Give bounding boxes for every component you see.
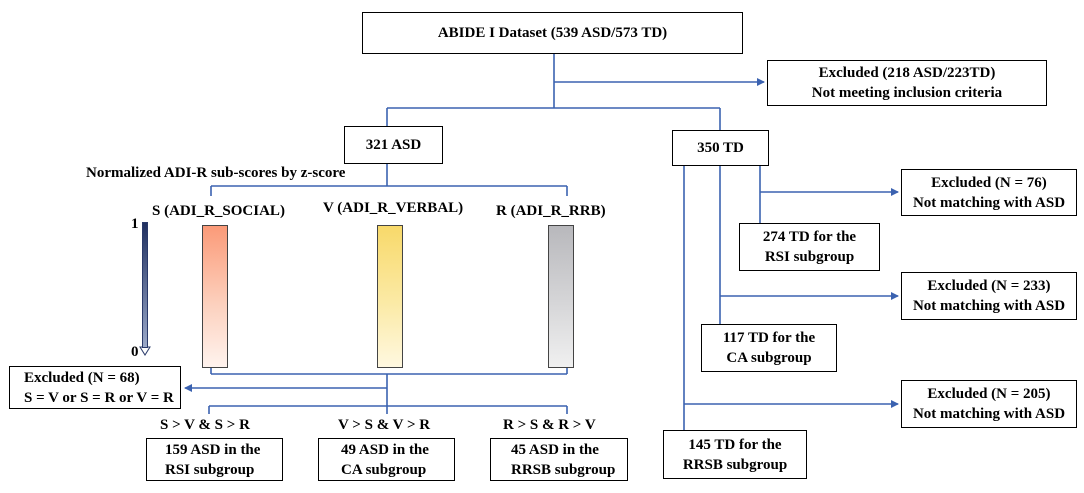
td-excluded-ca-line2: Not matching with ASD [912,298,1066,314]
scale-top-label: 1 [131,216,139,232]
excluded-asd-line1: Excluded (N = 68) [24,369,140,386]
td-ca-line2: CA subgroup [726,350,812,366]
dataset-box: ABIDE I Dataset (539 ASD/573 TD) [362,12,743,54]
excluded-asd-box: Excluded (N = 68) S = V or S = R or V = … [9,366,181,409]
label-social: S (ADI_R_SOCIAL) [152,203,285,219]
td-rsi-line2: RSI subgroup [764,249,855,265]
td-box: 350 TD [672,130,769,166]
label-verbal: V (ADI_R_VERBAL) [323,200,464,216]
td-excluded-ca-box: Excluded (N = 233) Not matching with ASD [901,272,1077,320]
excluded-top-line1: Excluded (218 ASD/223TD) [818,65,996,81]
td-excluded-rsi-line2: Not matching with ASD [912,194,1066,211]
excluded-top-line2: Not meeting inclusion criteria [811,85,1003,101]
scale-bar [142,222,148,348]
dataset-label: ABIDE I Dataset (539 ASD/573 TD) [437,25,668,41]
asd-rrsb-line2: RRSB subgroup [511,461,616,478]
td-excluded-rsi-line1: Excluded (N = 76) [931,174,1047,191]
asd-label: 321 ASD [365,137,422,153]
asd-rrsb-line1: 45 ASD in the [511,441,599,458]
condition-ca: V > S & V > R [338,417,431,433]
td-ca-box: 117 TD for the CA subgroup [701,324,837,372]
condition-rrsb: R > S & R > V [503,417,596,433]
asd-ca-line2: CA subgroup [341,461,427,478]
td-rsi-box: 274 TD for the RSI subgroup [739,223,880,271]
asd-ca-line1: 49 ASD in the [341,441,429,458]
normalized-title: Normalized ADI-R sub-scores by z-score [86,165,346,181]
td-ca-line1: 117 TD for the [722,330,816,346]
td-excluded-rrsb-line1: Excluded (N = 205) [927,386,1051,402]
td-excluded-rrsb-line2: Not matching with ASD [912,406,1066,422]
td-rrsb-box: 145 TD for the RRSB subgroup [663,430,807,479]
asd-rsi-line2: RSI subgroup [165,461,255,478]
td-label: 350 TD [697,140,744,156]
td-rsi-line1: 274 TD for the [762,229,857,245]
bar-rrb [548,225,574,368]
excluded-top-box: Excluded (218 ASD/223TD) Not meeting inc… [767,60,1047,106]
asd-box: 321 ASD [344,126,443,164]
condition-rsi: S > V & S > R [160,417,250,433]
asd-rsi-line1: 159 ASD in the [165,441,261,458]
asd-rsi-box: 159 ASD in the RSI subgroup [146,438,283,481]
scale-bottom-label: 0 [131,344,139,360]
asd-rrsb-box: 45 ASD in the RRSB subgroup [490,438,628,481]
td-excluded-ca-line1: Excluded (N = 233) [927,278,1051,294]
asd-ca-box: 49 ASD in the CA subgroup [318,438,455,481]
td-rrsb-line2: RRSB subgroup [682,456,788,473]
bar-verbal [377,225,403,368]
td-excluded-rsi-box: Excluded (N = 76) Not matching with ASD [901,169,1077,216]
td-excluded-rrsb-box: Excluded (N = 205) Not matching with ASD [901,380,1077,428]
bar-social [202,225,228,368]
td-rrsb-line1: 145 TD for the [688,436,782,453]
excluded-asd-line2: S = V or S = R or V = R [24,389,174,406]
label-rrb: R (ADI_R_RRB) [496,203,606,219]
